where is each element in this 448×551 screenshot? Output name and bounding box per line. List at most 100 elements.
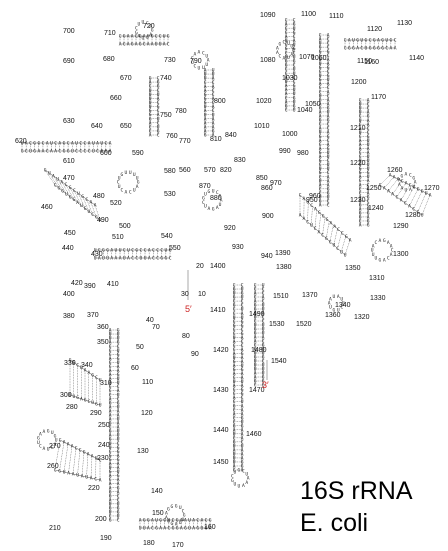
nucleotide: U (212, 68, 215, 74)
nucleotide: G (262, 375, 265, 381)
nucleotide: G (33, 149, 36, 155)
nucleotide: G (319, 118, 322, 124)
nucleotide: C (262, 287, 265, 293)
position-label: 250 (98, 422, 110, 429)
nucleotide: U (188, 518, 191, 524)
nucleotide: A (25, 141, 28, 147)
nucleotide: G (254, 327, 257, 333)
nucleotide: C (360, 46, 363, 52)
nucleotide: U (359, 162, 362, 168)
nucleotide: U (293, 91, 296, 97)
loop-nucleotide: G (37, 435, 40, 441)
loop-nucleotide: C (202, 50, 205, 56)
nucleotide: C (117, 441, 120, 447)
nucleotide: A (233, 363, 236, 369)
nucleotide: C (241, 299, 244, 305)
nucleotide: C (336, 246, 339, 252)
position-label: 720 (143, 23, 155, 30)
nucleotide: U (262, 351, 265, 357)
nucleotide: C (109, 352, 112, 358)
loop-nucleotide: A (43, 446, 46, 452)
nucleotide: A (204, 129, 207, 135)
nucleotide: U (117, 469, 120, 475)
nucleotide: C (413, 185, 416, 191)
nucleotide: C (344, 38, 347, 44)
loop-nucleotide: G (383, 238, 386, 244)
nucleotide: A (109, 497, 112, 503)
position-label: 1220 (350, 160, 366, 167)
nucleotide: U (149, 104, 152, 110)
nucleotide: C (98, 248, 101, 254)
loop-nucleotide: A (136, 184, 139, 190)
nucleotide: A (319, 154, 322, 160)
nucleotide: C (168, 526, 171, 532)
position-label: 540 (161, 233, 173, 240)
nucleotide: A (117, 477, 120, 483)
nucleotide: A (117, 489, 120, 495)
nucleotide: G (37, 141, 40, 147)
nucleotide: A (110, 248, 113, 254)
nucleotide: A (367, 122, 370, 128)
loop-nucleotide: G (167, 519, 170, 525)
nucleotide: U (80, 203, 83, 209)
nucleotide: C (314, 226, 317, 232)
nucleotide: U (149, 92, 152, 98)
loop-nucleotide: A (54, 442, 57, 448)
nucleotide: C (319, 162, 322, 168)
position-label: 1060 (311, 55, 327, 62)
nucleotide: C (241, 339, 244, 345)
nucleotide: G (348, 46, 351, 52)
nucleotide: A (212, 116, 215, 122)
nucleotide: U (367, 154, 370, 160)
backbone-segment (379, 184, 423, 216)
position-label: 50 (136, 344, 144, 351)
nucleotide: C (379, 183, 382, 189)
three-prime-label: 3′ (262, 380, 269, 390)
nucleotide: C (319, 33, 322, 39)
base-pair (379, 174, 391, 186)
nucleotide: A (285, 83, 288, 89)
nucleotide: G (21, 149, 24, 155)
base-pair (344, 239, 351, 256)
position-label: 950 (306, 197, 318, 204)
base-pair (337, 232, 342, 249)
nucleotide: G (254, 307, 257, 313)
nucleotide: G (421, 189, 424, 195)
nucleotide: C (149, 129, 152, 135)
nucleotide: G (327, 186, 330, 192)
nucleotide: C (109, 348, 112, 354)
nucleotide: G (327, 105, 330, 111)
nucleotide: A (212, 133, 215, 139)
nucleotide: A (367, 150, 370, 156)
nucleotide: A (302, 216, 305, 222)
nucleotide: C (95, 375, 98, 381)
nucleotide: G (319, 97, 322, 103)
loop-nucleotide: A (276, 50, 279, 56)
loop-nucleotide: U (51, 430, 54, 436)
diagram-title: 16S rRNA E. coli (300, 475, 413, 539)
nucleotide: G (184, 526, 187, 532)
nucleotide: A (241, 403, 244, 409)
nucleotide: G (117, 485, 120, 491)
nucleotide: A (233, 395, 236, 401)
nucleotide: U (352, 38, 355, 44)
base-pair (392, 180, 403, 195)
loop-nucleotide: C (278, 54, 281, 60)
nucleotide: C (327, 122, 330, 128)
loop-nucleotide: A (283, 56, 286, 62)
nucleotide: A (159, 526, 162, 532)
nucleotide: A (367, 146, 370, 152)
position-label: 1030 (282, 75, 298, 82)
nucleotide: U (367, 174, 370, 180)
nucleotide: U (359, 130, 362, 136)
nucleotide: C (293, 79, 296, 85)
nucleotide: A (327, 130, 330, 136)
position-label: 370 (87, 312, 99, 319)
nucleotide: C (396, 195, 399, 201)
nucleotide: A (109, 372, 112, 378)
position-label: 210 (49, 525, 61, 532)
position-label: 1380 (276, 264, 292, 271)
nucleotide: A (394, 46, 397, 52)
nucleotide: A (127, 34, 130, 40)
